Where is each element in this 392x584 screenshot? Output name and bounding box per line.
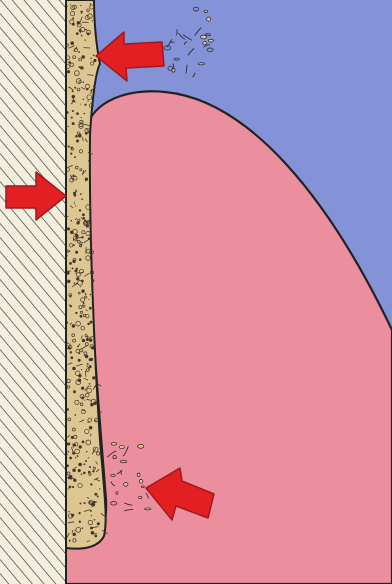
diagram-figure (0, 0, 392, 584)
diagram-canvas (0, 0, 392, 584)
paper-grain-overlay (0, 0, 392, 584)
